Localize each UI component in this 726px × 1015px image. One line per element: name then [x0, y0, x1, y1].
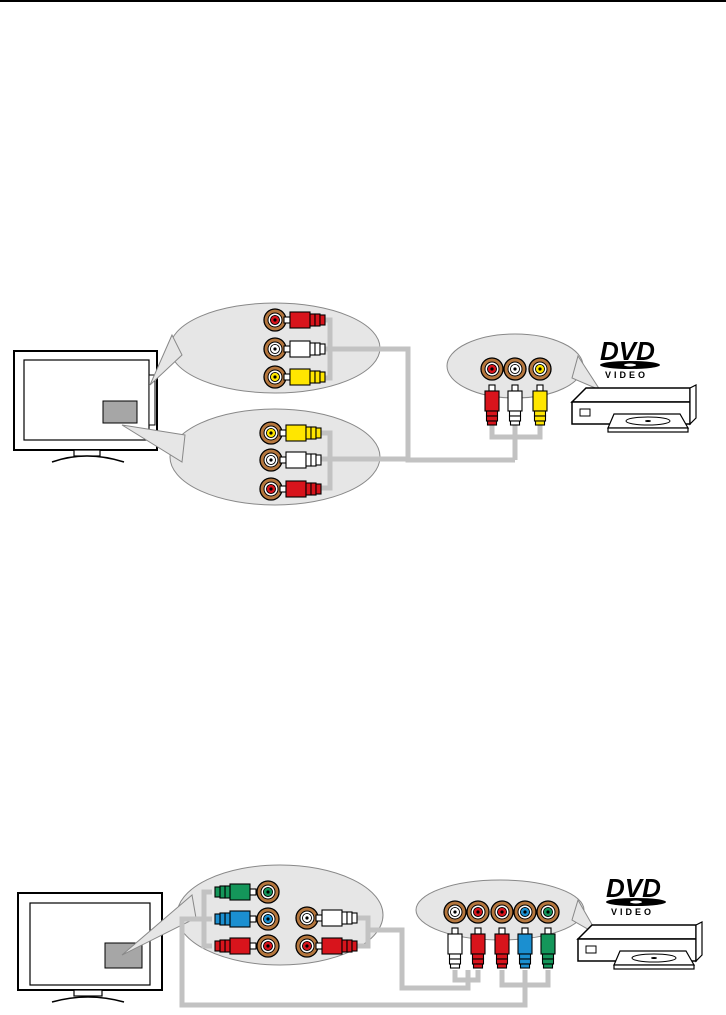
plug-red — [471, 928, 485, 968]
plug-blue — [215, 911, 256, 927]
tv-1 — [14, 351, 157, 462]
plug-white — [284, 341, 325, 357]
dvd-logo-1-sub: VIDEO — [605, 370, 648, 380]
plug-yellow — [284, 369, 325, 385]
tv-2-video-jacks — [257, 881, 279, 957]
tv-1-side-jacks — [264, 309, 286, 388]
plug-red — [316, 938, 357, 954]
tv-2 — [18, 893, 162, 1002]
plug-white — [508, 385, 522, 425]
plug-green — [215, 884, 256, 900]
dvd-player-1 — [572, 385, 696, 432]
plug-green — [541, 928, 555, 968]
dvd-1-jacks — [481, 358, 551, 380]
dvd-logo-2-main: DVD — [606, 873, 661, 903]
plug-white — [448, 928, 462, 968]
plug-white — [316, 910, 357, 926]
dvd-logo-1-main: DVD — [600, 336, 655, 366]
dvd-player-2 — [578, 922, 702, 969]
plug-red — [284, 312, 325, 328]
plug-yellow — [280, 425, 321, 441]
dvd-logo-2: DVD VIDEO — [606, 873, 666, 917]
tv-1-rear-panel — [103, 401, 137, 423]
plug-red — [485, 385, 499, 425]
dvd-logo-1: DVD VIDEO — [600, 336, 660, 380]
dvd-logo-2-sub: VIDEO — [611, 907, 654, 917]
plug-yellow — [533, 385, 547, 425]
dvd-2-jacks — [444, 901, 559, 923]
plug-blue — [518, 928, 532, 968]
tv-1-rear-jacks — [260, 422, 282, 500]
plug-red — [280, 481, 321, 497]
plug-red — [215, 938, 256, 954]
plug-white — [280, 452, 321, 468]
plug-red — [495, 928, 509, 968]
